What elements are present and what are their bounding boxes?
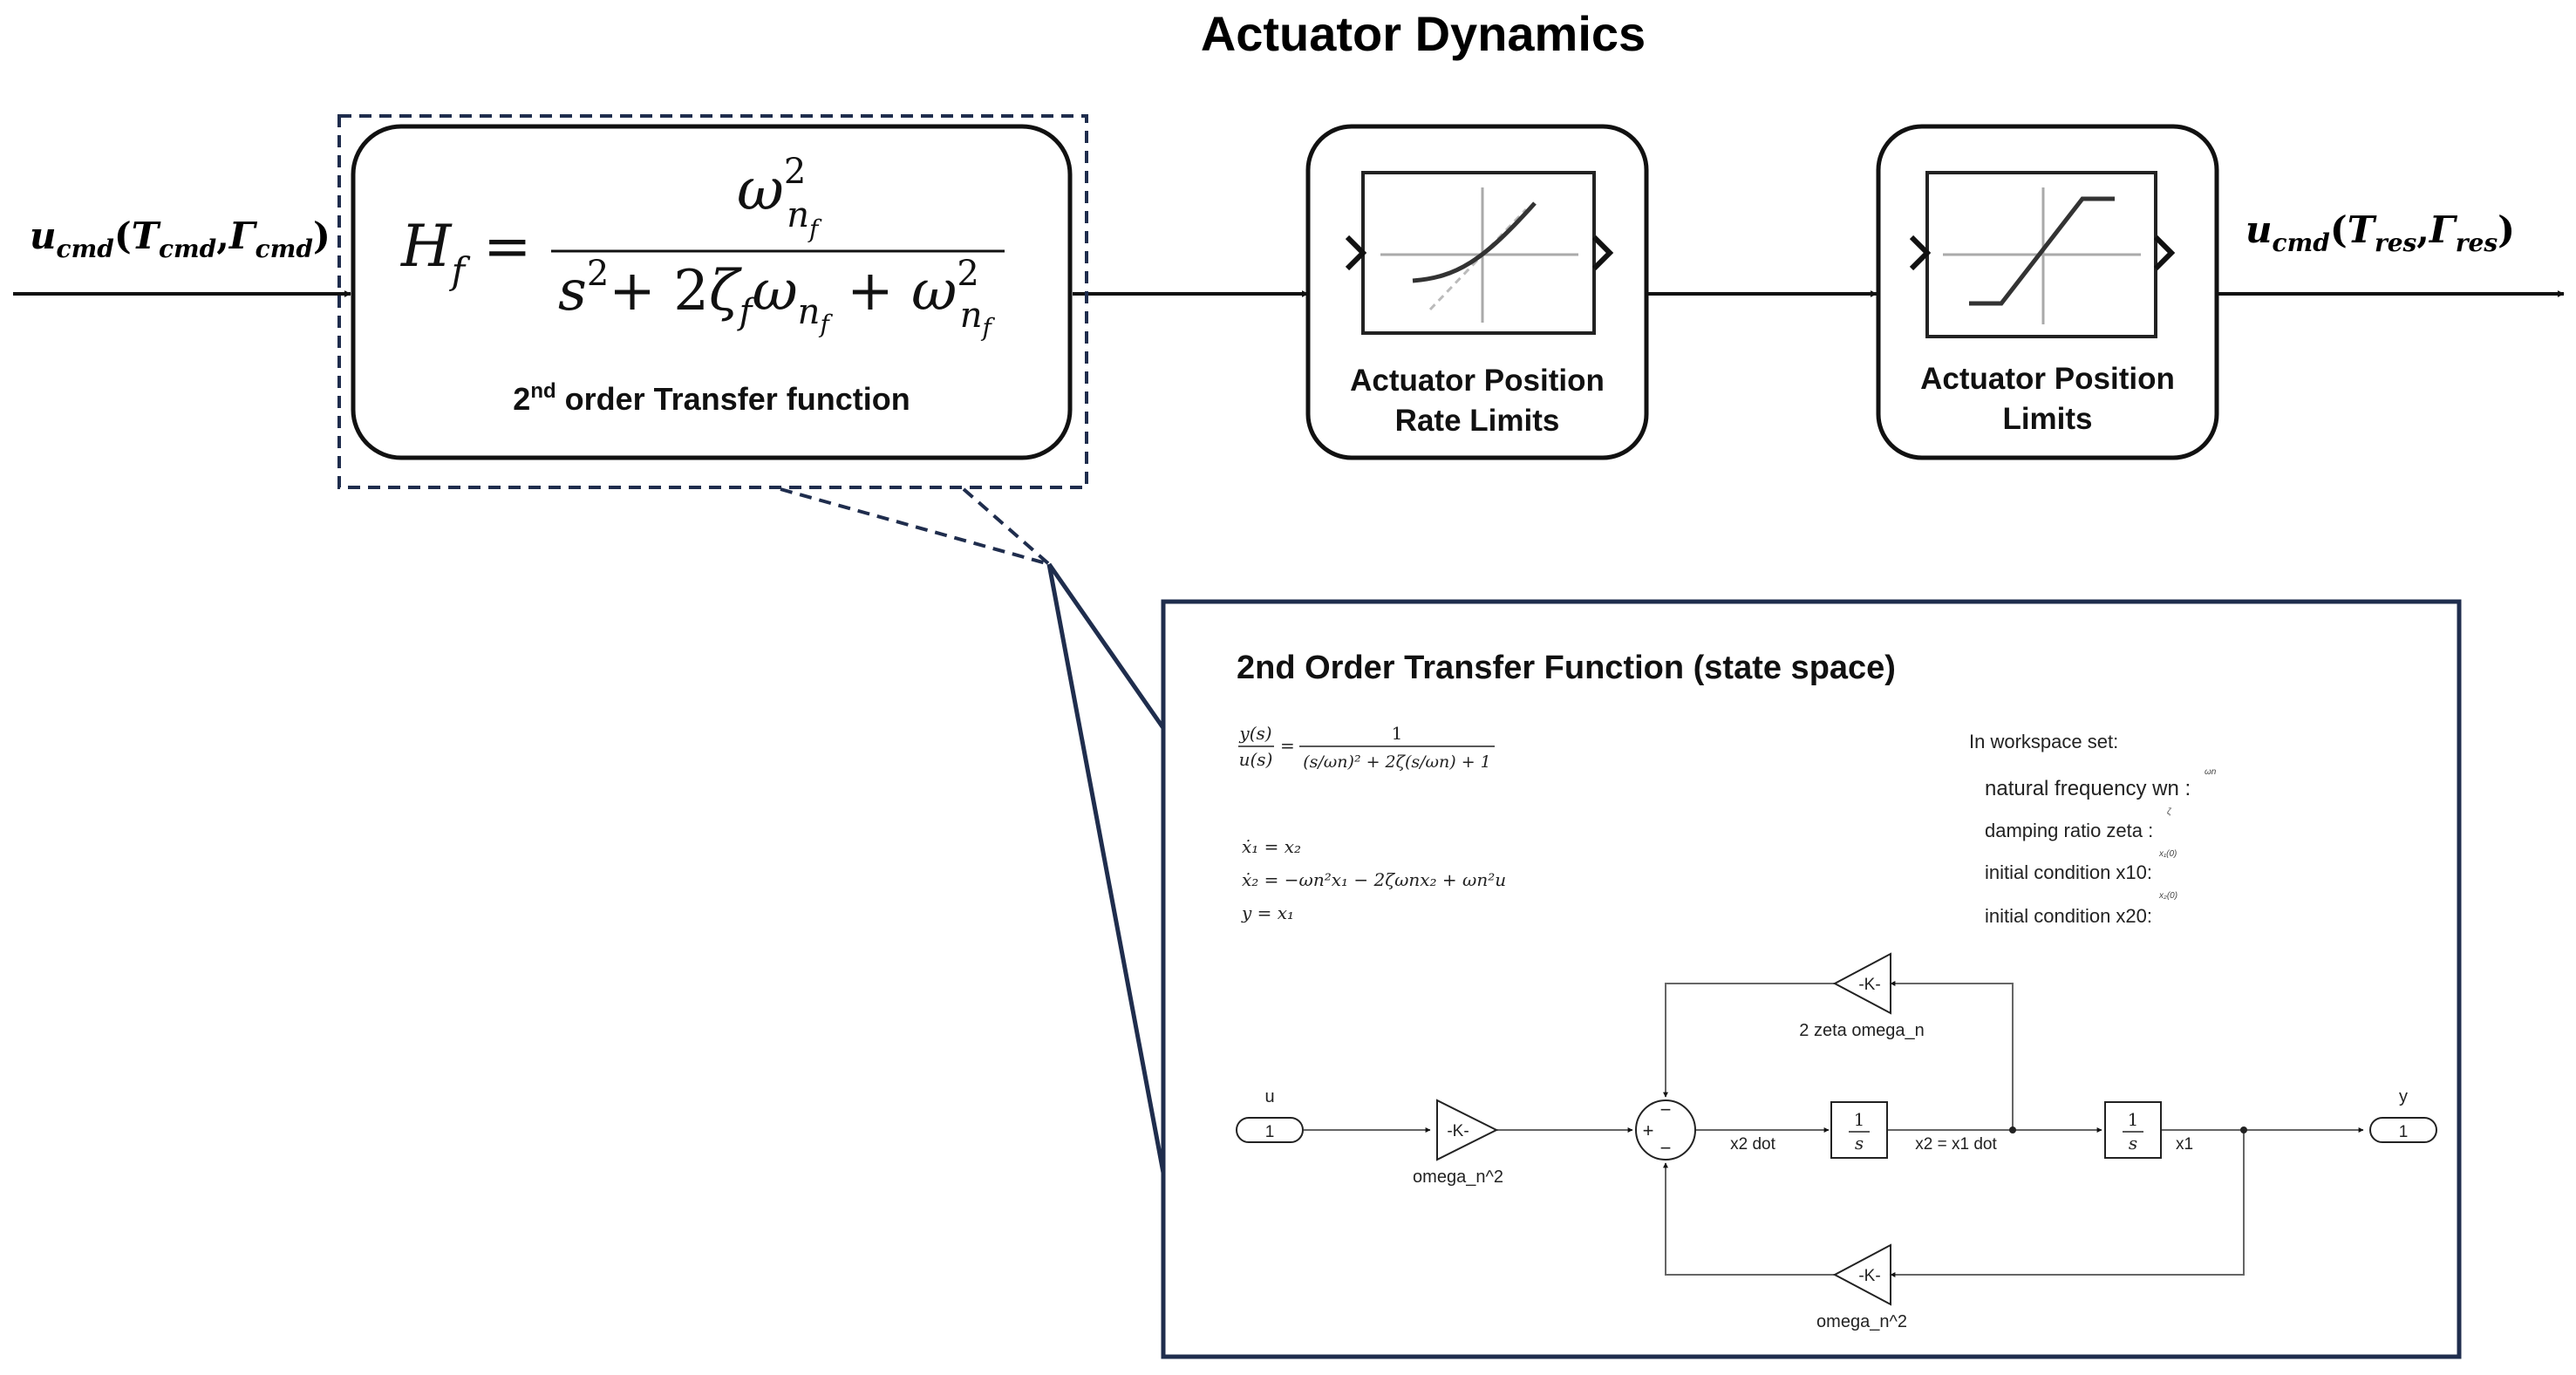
- svg-text:x₁(0): x₁(0): [2158, 849, 2177, 859]
- detail-tf-equation: y(s) u(s) = 1 (s/ωn)² + 2ζ(s/ωn) + 1: [1238, 723, 1495, 772]
- tf-block-label: 2nd order Transfer function: [513, 379, 910, 417]
- simulink-gain-feedback-lower[interactable]: -K- omega_n^2: [1816, 1243, 1907, 1331]
- svg-text:=: =: [1280, 735, 1295, 756]
- svg-text:s: s: [1855, 1133, 1864, 1154]
- input-signal-label: ucmd(Tcmd,Γcmd): [30, 214, 331, 263]
- svg-text:y = x₁: y = x₁: [1241, 902, 1294, 923]
- signal-x2dot: x2 dot: [1730, 1135, 1775, 1154]
- zoom-connector-solid-1: [1046, 562, 1166, 730]
- diagram-title: Actuator Dynamics: [1201, 6, 1646, 61]
- svg-text:-K-: -K-: [1858, 976, 1880, 994]
- simulink-integrator-2[interactable]: 1 s: [2104, 1101, 2162, 1159]
- svg-text:−: −: [1660, 1137, 1672, 1159]
- svg-text:s: s: [2129, 1133, 2137, 1154]
- workspace-parameters: In workspace set: natural frequency wn :…: [1969, 731, 2217, 927]
- zoom-highlight-frame: [337, 114, 1088, 489]
- zoom-connector-dashed-1: [780, 487, 1050, 566]
- detail-panel: 2nd Order Transfer Function (state space…: [1161, 599, 2462, 1359]
- pos-block-label-line2: Limits: [2002, 402, 2092, 436]
- simulink-gain-input[interactable]: -K- omega_n^2: [1413, 1099, 1503, 1187]
- svg-text:-K-: -K-: [1858, 1267, 1880, 1285]
- inport-label: u: [1264, 1087, 1274, 1106]
- simulink-outport[interactable]: 1 y: [2369, 1087, 2437, 1143]
- svg-text:ζ: ζ: [2167, 807, 2172, 817]
- simulink-sum[interactable]: + − −: [1635, 1099, 1696, 1161]
- svg-text:In workspace set:: In workspace set:: [1969, 731, 2118, 752]
- zoom-connector-dashed-2: [962, 487, 1051, 566]
- signal-x2: x2 = x1 dot: [1915, 1135, 1997, 1154]
- position-limits-block[interactable]: Actuator Position Limits: [1876, 124, 2219, 460]
- gain-input-label: omega_n^2: [1413, 1167, 1503, 1187]
- svg-text:y(s): y(s): [1238, 723, 1271, 744]
- signal-x1: x1: [2176, 1135, 2193, 1154]
- svg-text:(s/ωn)² + 2ζ(s/ωn) + 1: (s/ωn)² + 2ζ(s/ωn) + 1: [1303, 752, 1491, 772]
- svg-text:ẋ₂ = −ωn²x₁ − 2ζωnx₂ + ωn²u: ẋ₂ = −ωn²x₁ − 2ζωnx₂ + ωn²u: [1242, 869, 1506, 890]
- svg-text:1: 1: [1854, 1109, 1865, 1130]
- svg-text:x₂(0): x₂(0): [2158, 891, 2177, 901]
- svg-text:initial condition x20:: initial condition x20:: [1985, 905, 2152, 927]
- zoom-connector-solid-2: [1046, 563, 1166, 1174]
- detail-title: 2nd Order Transfer Function (state space…: [1237, 650, 1896, 686]
- simulink-inport[interactable]: 1 u: [1236, 1087, 1304, 1143]
- svg-text:1: 1: [1265, 1123, 1275, 1141]
- svg-text:1: 1: [2399, 1123, 2409, 1141]
- svg-text:ẋ₁ = x₂: ẋ₁ = x₂: [1242, 836, 1301, 857]
- rate-block-label-line1: Actuator Position: [1350, 364, 1605, 398]
- output-signal-label: ucmd(Tres,Γres): [2245, 208, 2515, 257]
- svg-text:damping ratio zeta :: damping ratio zeta :: [1985, 820, 2153, 841]
- svg-text:-K-: -K-: [1447, 1122, 1469, 1140]
- svg-text:u(s): u(s): [1239, 749, 1273, 770]
- simulink-gain-feedback-upper[interactable]: -K- 2 zeta omega_n: [1799, 952, 1925, 1040]
- svg-text:natural frequency wn :: natural frequency wn :: [1985, 777, 2191, 800]
- gain-fb-lower-label: omega_n^2: [1816, 1312, 1907, 1331]
- rate-limiter-icon: [1361, 171, 1596, 335]
- svg-text:+: +: [1643, 1120, 1654, 1141]
- detail-state-equations: ẋ₁ = x₂ ẋ₂ = −ωn²x₁ − 2ζωnx₂ + ωn²u y = …: [1241, 836, 1506, 923]
- simulink-diagram: 1 u -K- omega_n^2 + − − x2 dot 1: [1236, 952, 2437, 1331]
- outport-label: y: [2399, 1087, 2408, 1106]
- svg-text:1: 1: [1392, 723, 1403, 744]
- pos-block-label-line1: Actuator Position: [1920, 362, 2175, 396]
- svg-text:ωn: ωn: [2205, 767, 2217, 777]
- svg-text:1: 1: [2128, 1109, 2139, 1130]
- gain-fb-upper-label: 2 zeta omega_n: [1799, 1021, 1924, 1040]
- simulink-integrator-1[interactable]: 1 s: [1830, 1101, 1888, 1159]
- svg-text:initial condition x10:: initial condition x10:: [1985, 861, 2152, 883]
- rate-limits-block[interactable]: Actuator Position Rate Limits: [1305, 124, 1649, 460]
- rate-block-label-line2: Rate Limits: [1395, 404, 1560, 438]
- svg-text:−: −: [1660, 1099, 1672, 1120]
